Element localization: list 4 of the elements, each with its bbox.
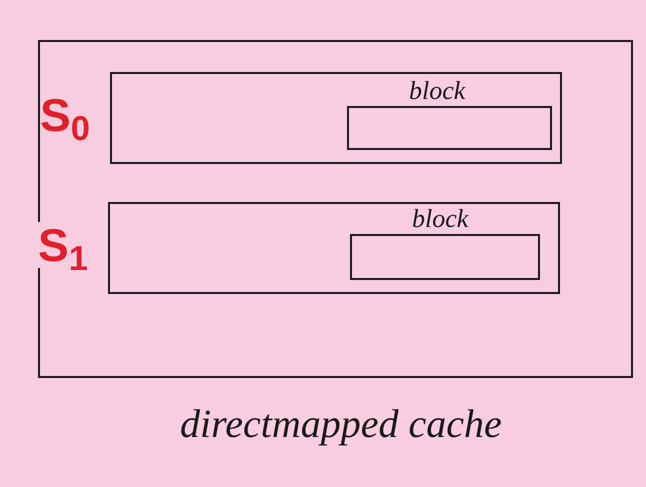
cache-label: directmapped cache <box>180 400 502 448</box>
set-label: S$_{1}$ <box>38 222 88 268</box>
block-label: block <box>412 206 468 232</box>
block-label: block <box>409 78 466 104</box>
